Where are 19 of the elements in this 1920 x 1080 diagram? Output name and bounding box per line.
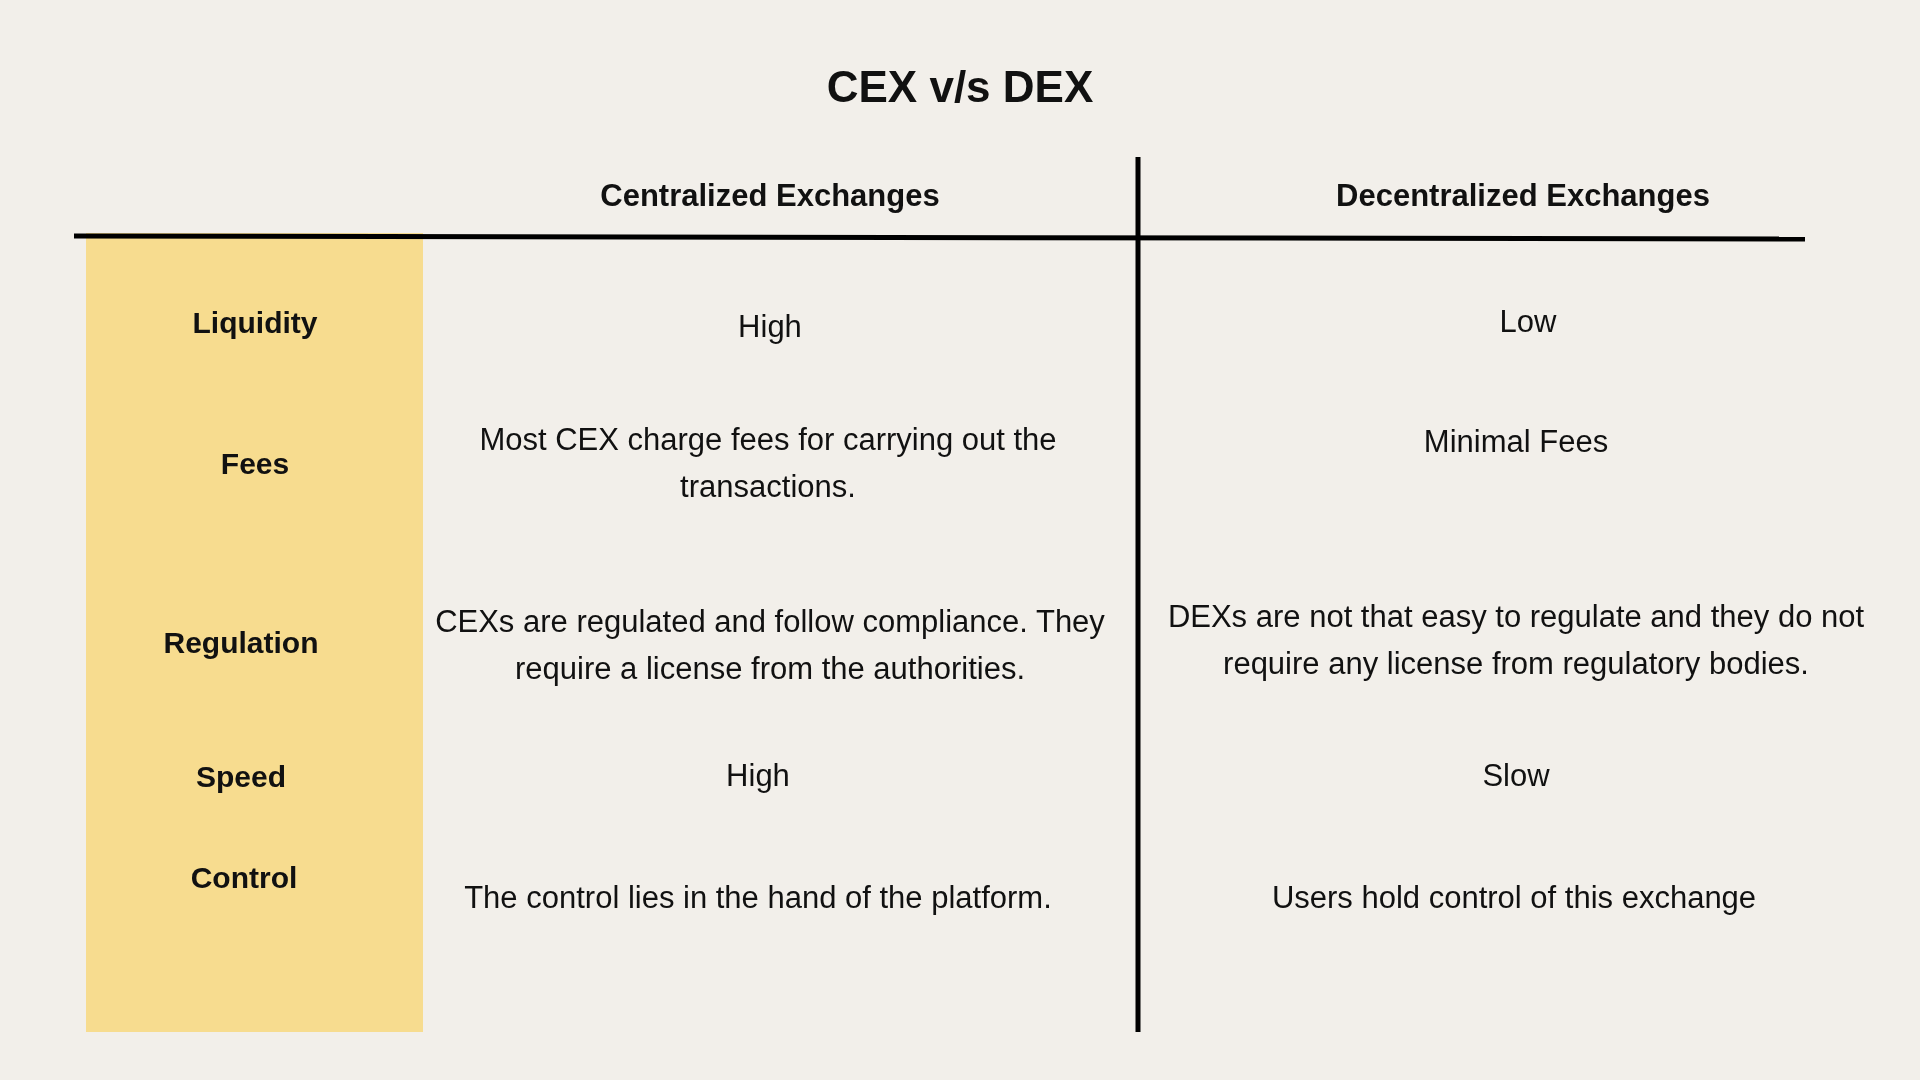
row-header: Liquidity: [192, 304, 318, 341]
table-cell-text: The control lies in the hand of the platform.: [463, 878, 1053, 917]
table-cell-text: Users hold control of this exchange: [1270, 878, 1758, 917]
row-header: Regulation: [163, 624, 319, 661]
table-cell-text: Minimal Fees: [1422, 422, 1610, 461]
table-cell-text: Slow: [1481, 756, 1551, 795]
table-cell-text: High: [725, 756, 791, 795]
table-cell-text: Most CEX charge fees for carrying out the transactions.: [478, 420, 1058, 505]
row-header: Fees: [220, 445, 290, 482]
table-cell-text: High: [737, 307, 803, 346]
row-header: Control: [190, 859, 298, 896]
column-header: Decentralized Exchanges: [1335, 176, 1711, 215]
row-header: Speed: [196, 758, 286, 795]
title: CEX v/s DEX: [825, 61, 1095, 113]
table-cell-text: CEXs are regulated and follow compliance. They require a license from the authorities.: [434, 602, 1106, 688]
row-header-band: [86, 233, 423, 1032]
table-cell-text: Low: [1498, 302, 1558, 341]
table-cell-text: DEXs are not that easy to regulate and they do not require any license from regulatory bodies.: [1166, 597, 1866, 683]
column-header: Centralized Exchanges: [599, 176, 941, 215]
